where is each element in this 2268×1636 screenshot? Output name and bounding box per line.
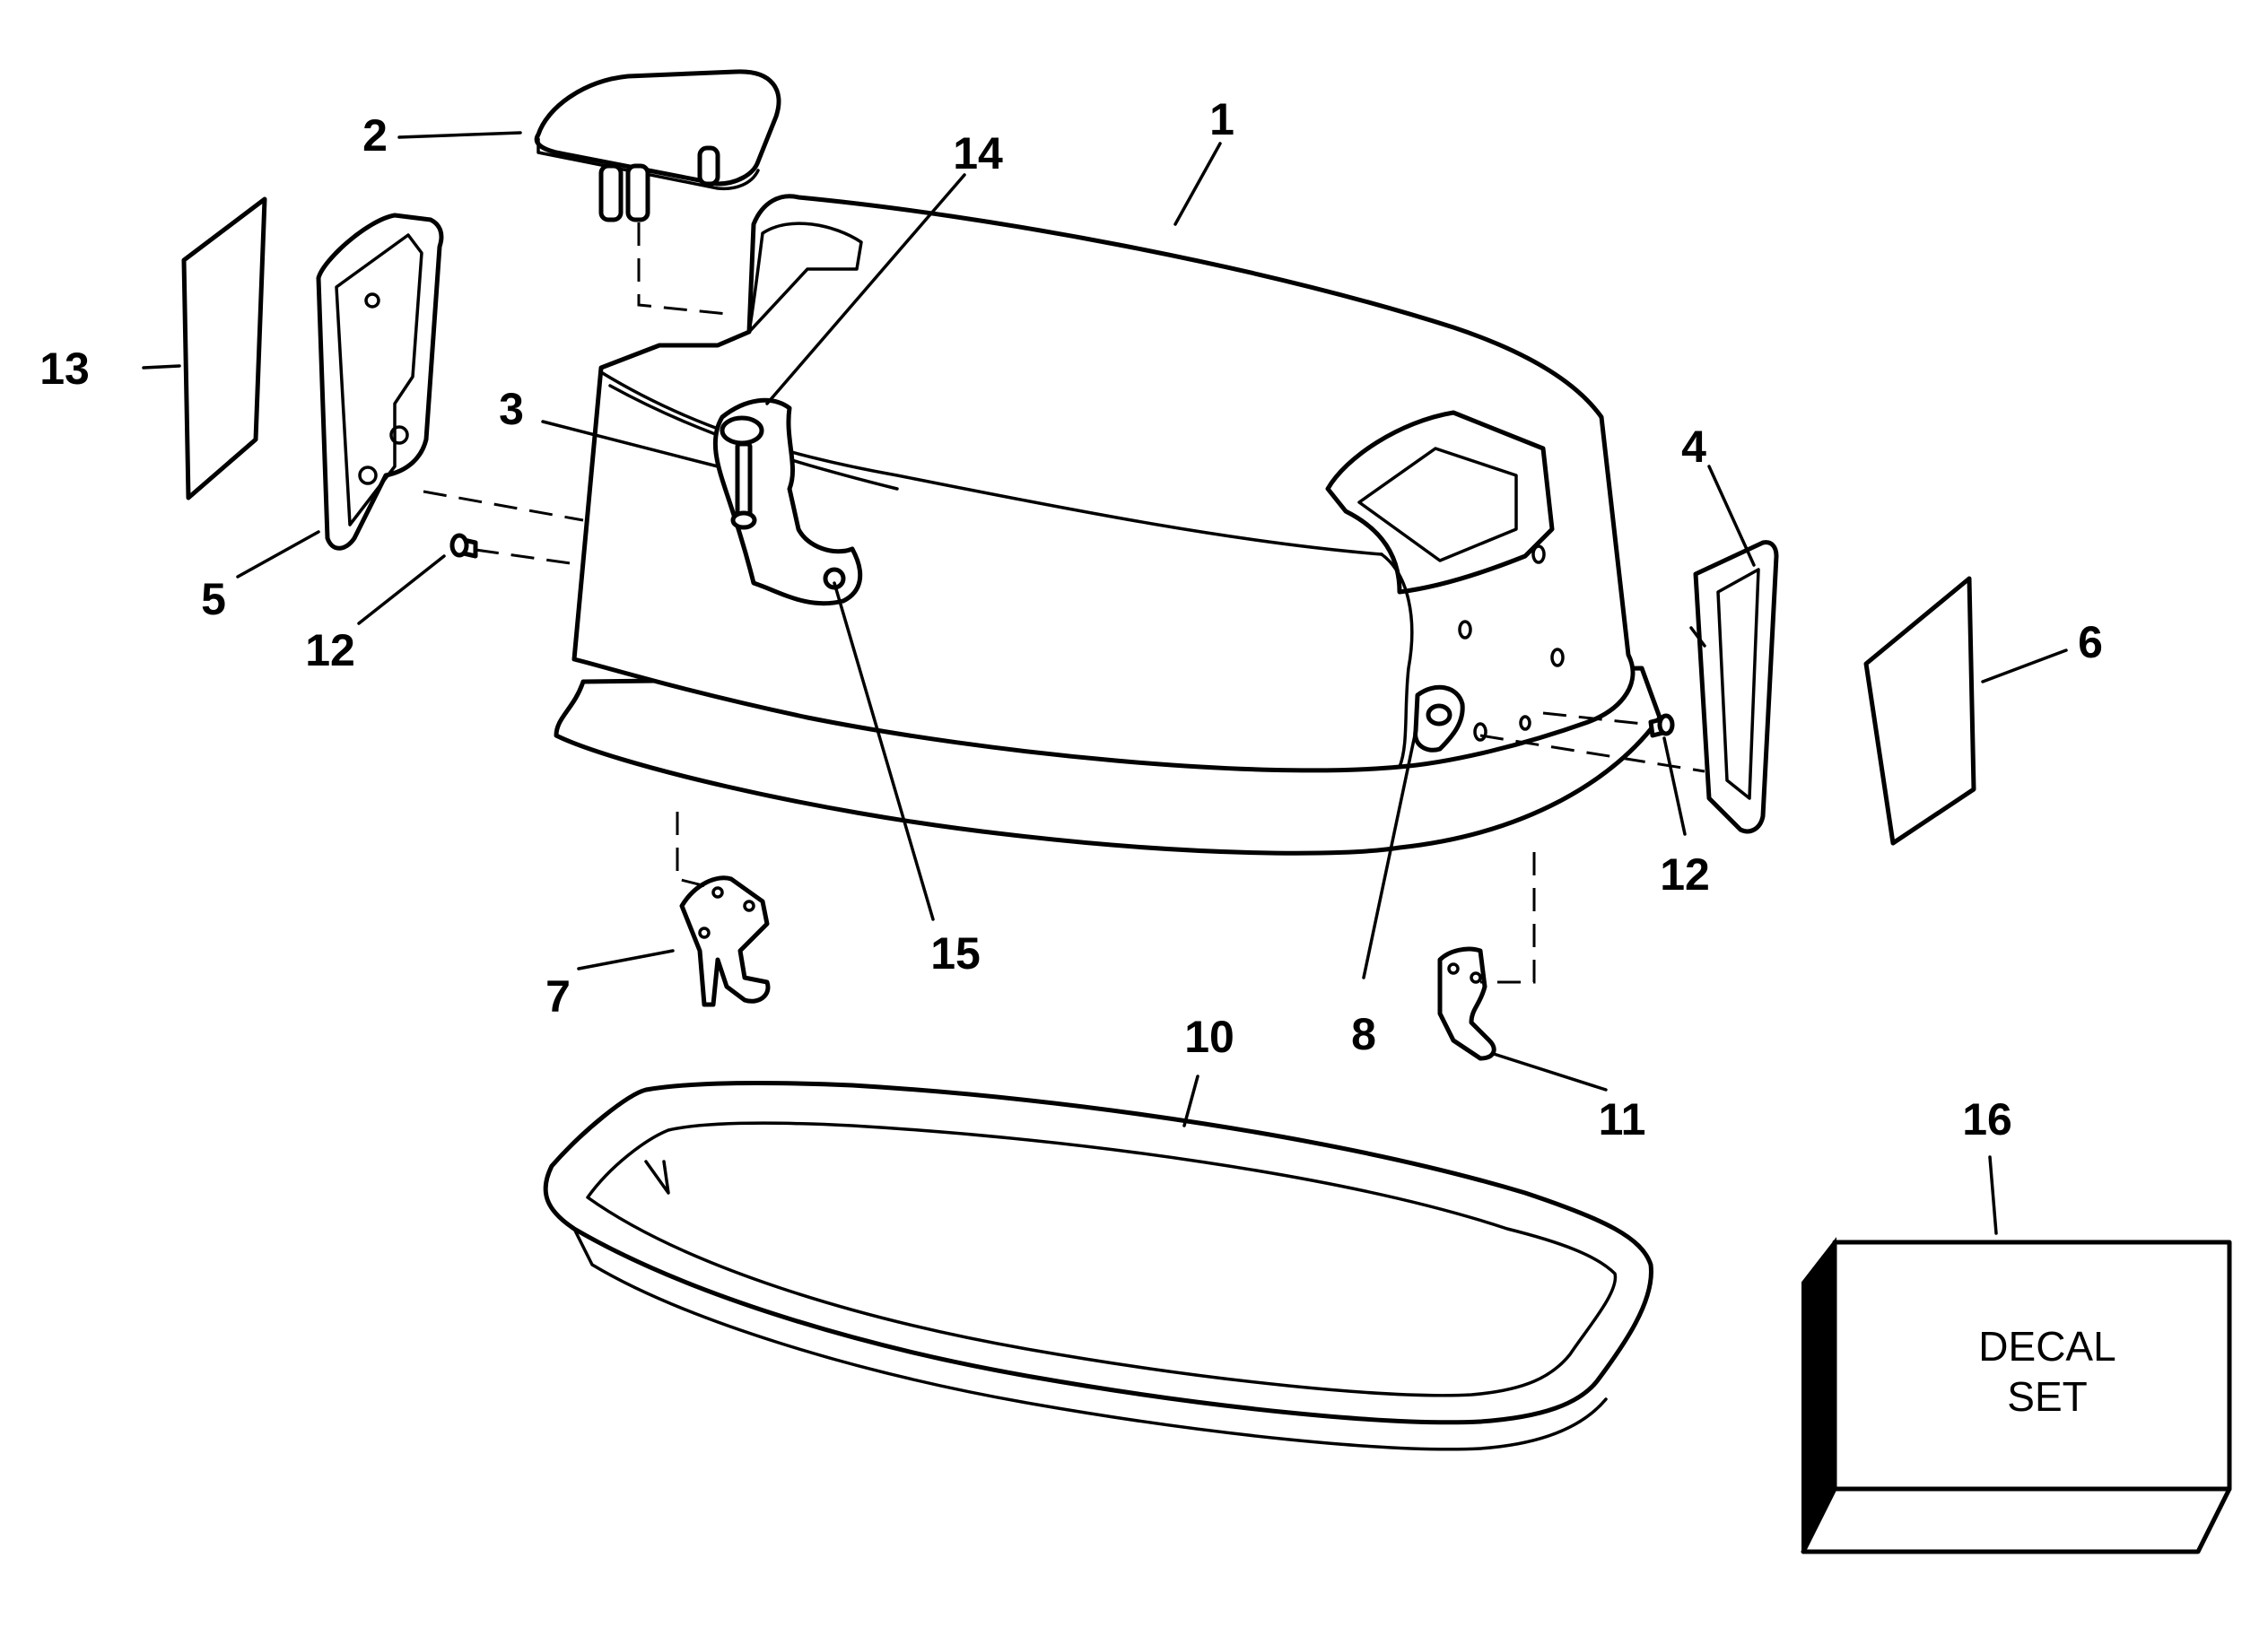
engine-cover: [554, 194, 1662, 856]
callout-15: 15: [930, 928, 981, 979]
callout-12-left: 12: [305, 625, 355, 675]
callout-7: 7: [545, 971, 571, 1022]
callout-5: 5: [201, 574, 226, 624]
bracket-part-7: [679, 875, 771, 1007]
callout-numbers: 1 2 3 4 5 6 7 8 10 11 12 12 13 14 15 16: [39, 94, 2103, 1144]
decal-box-line1: DECAL: [1978, 1323, 2115, 1370]
callout-4: 4: [1681, 422, 1706, 472]
callout-10: 10: [1184, 1012, 1234, 1062]
callout-8: 8: [1351, 1009, 1376, 1059]
bracket-part-11: [1437, 946, 1496, 1061]
screw-part-12-right: [1648, 713, 1675, 738]
callout-13: 13: [39, 344, 90, 394]
plate-part-13: [181, 196, 267, 500]
callout-12-right: 12: [1660, 849, 1710, 900]
callout-1: 1: [1209, 94, 1234, 144]
callout-2: 2: [362, 110, 388, 161]
decal-box-line2: SET: [2007, 1373, 2087, 1420]
frame-part-4: [1689, 540, 1779, 834]
callout-6: 6: [2078, 617, 2103, 667]
screw-part-12-left: [449, 533, 478, 559]
seal-ring-part-10: [543, 1081, 1653, 1451]
callout-11: 11: [1599, 1094, 1646, 1144]
plate-part-6: [1863, 576, 1976, 846]
decal-set-box: DECAL SET: [1801, 1237, 2232, 1554]
panel-part-5: [316, 213, 444, 551]
cap-part-2: [534, 69, 781, 222]
callout-14: 14: [953, 128, 1003, 178]
callout-3: 3: [499, 384, 524, 434]
assembly-dashed-lines: [423, 222, 1705, 984]
callout-16: 16: [1962, 1094, 2012, 1144]
leader-lines: [142, 131, 2068, 1235]
